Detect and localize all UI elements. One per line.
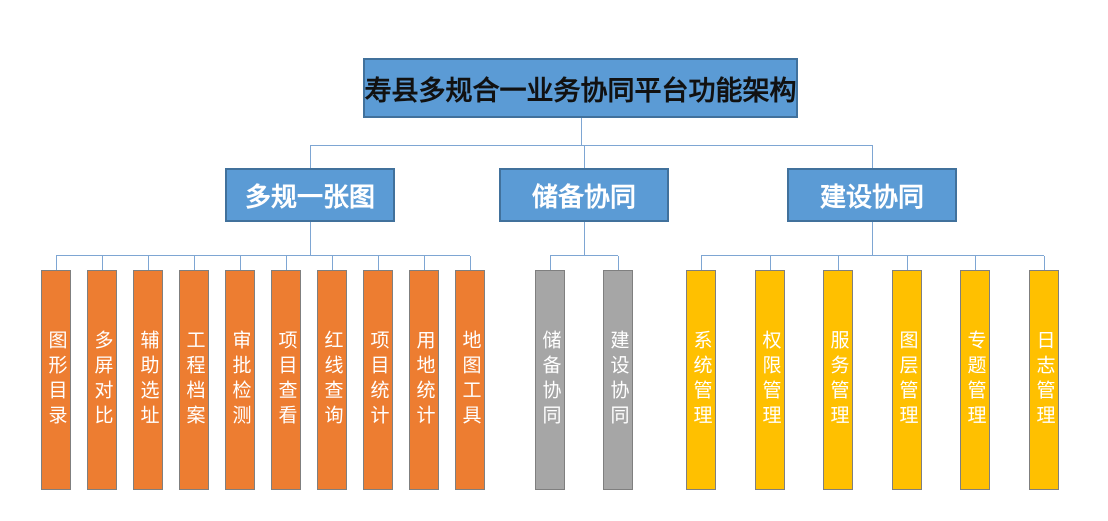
bar-jianshe-xietong: 建设协同 (603, 256, 633, 490)
bar-label: 图形目录 (45, 330, 67, 430)
bar-label: 系统管理 (690, 330, 712, 430)
bar-tuxing-mulu: 图形目录 (41, 256, 71, 490)
bar-shenpi-jiance: 审批检测 (225, 256, 255, 490)
bar-label: 项目查看 (275, 330, 297, 430)
bar-xiangmu-tongji: 项目统计 (363, 256, 393, 490)
connector-group2-hline (550, 255, 618, 256)
connector-branch2-stem-bottom (584, 222, 585, 255)
branch-box-jianshe: 建设协同 (787, 168, 957, 222)
connector-group1-hline (56, 255, 470, 256)
bar-zhuanti-guanli: 专题管理 (960, 256, 990, 490)
connector-branch2-stem-top (584, 145, 585, 168)
bar-label: 建设协同 (607, 330, 629, 430)
bar-label: 日志管理 (1033, 330, 1055, 430)
bar-ditu-gongju: 地图工具 (455, 256, 485, 490)
connector-level2-hline (310, 145, 873, 146)
bar-label: 权限管理 (759, 330, 781, 430)
branch-label: 建设协同 (819, 181, 924, 212)
bar-duoping-duibi: 多屏对比 (87, 256, 117, 490)
bar-tuceng-guanli: 图层管理 (892, 256, 922, 490)
branch-box-chubei: 储备协同 (499, 168, 669, 222)
bar-yongdi-tongji: 用地统计 (409, 256, 439, 490)
branch-label: 储备协同 (531, 181, 636, 212)
bar-hongxian-chaxun: 红线查询 (317, 256, 347, 490)
bar-label: 多屏对比 (91, 330, 113, 430)
bar-label: 工程档案 (183, 330, 205, 430)
bar-label: 服务管理 (827, 330, 849, 430)
connector-branch1-stem-top (310, 145, 311, 168)
bar-xitong-guanli: 系统管理 (686, 256, 716, 490)
connector-branch3-stem-top (872, 145, 873, 168)
bar-label: 储备协同 (539, 330, 561, 430)
connector-title-stem (581, 118, 582, 145)
bar-rizhi-guanli: 日志管理 (1029, 256, 1059, 490)
bar-label: 专题管理 (964, 330, 986, 430)
bar-label: 审批检测 (229, 330, 251, 430)
connector-branch3-stem-bottom (872, 222, 873, 255)
title-box: 寿县多规合一业务协同平台功能架构 (363, 58, 798, 118)
bar-fuwu-guanli: 服务管理 (823, 256, 853, 490)
bar-chubei-xietong: 储备协同 (535, 256, 565, 490)
bar-label: 地图工具 (459, 330, 481, 430)
connector-branch1-stem-bottom (310, 222, 311, 255)
bar-gongcheng-dangan: 工程档案 (179, 256, 209, 490)
bar-label: 红线查询 (321, 330, 343, 430)
connector-group3-hline (701, 255, 1044, 256)
bar-label: 用地统计 (413, 330, 435, 430)
bar-label: 图层管理 (896, 330, 918, 430)
branch-box-duogui: 多规一张图 (225, 168, 395, 222)
page-title: 寿县多规合一业务协同平台功能架构 (364, 75, 797, 106)
branch-label: 多规一张图 (244, 181, 375, 212)
bar-label: 辅助选址 (137, 330, 159, 430)
bar-xiangmu-chakan: 项目查看 (271, 256, 301, 490)
bar-label: 项目统计 (367, 330, 389, 430)
bar-quanxian-guanli: 权限管理 (755, 256, 785, 490)
bar-fuzhu-xuanzhi: 辅助选址 (133, 256, 163, 490)
